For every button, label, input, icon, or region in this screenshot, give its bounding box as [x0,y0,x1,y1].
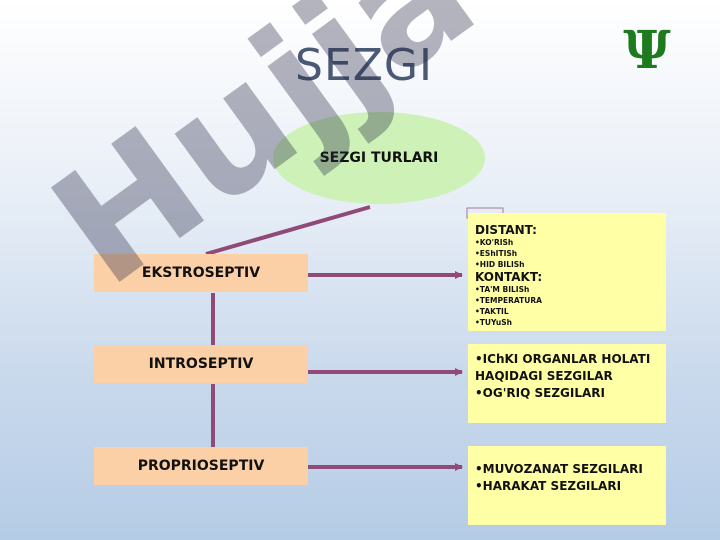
kontakt-item: •TA'M BILISh [475,285,530,294]
kontakt-heading: KONTAKT: [475,270,543,284]
distant-item: •HID BILISh [475,260,525,269]
distant-heading: DISTANT: [475,223,537,237]
category-proprioseptiv: PROPRIOSEPTIV [94,447,308,485]
intro-item: •OG'RIQ SEZGILARI [475,386,605,400]
center-label: SEZGI TURLARI [319,150,439,166]
psi-symbol-icon: Ψ [623,20,671,81]
distant-item: •EShITISh [475,249,518,258]
kontakt-item: •TUYuSh [475,318,512,327]
distant-item: •KO'RISh [475,238,514,247]
slide-title: SEZGI [295,40,433,91]
intro-item: •IChKI ORGANLAR HOLATI HAQIDAGI SEZGILAR [475,352,651,383]
category-introseptiv: INTROSEPTIV [94,345,308,383]
detail-box-intro: •IChKI ORGANLAR HOLATI HAQIDAGI SEZGILAR… [468,344,666,423]
kontakt-item: •TEMPERATURA [475,296,542,305]
center-connector [205,205,371,256]
proprio-item: •MUVOZANAT SEZGILARI [475,462,643,476]
detail-box-proprio: •MUVOZANAT SEZGILARI •HARAKAT SEZGILARI [468,446,666,525]
center-ellipse [273,112,485,204]
proprio-item: •HARAKAT SEZGILARI [475,479,622,493]
detail-box-ekstro: DISTANT: •KO'RISh •EShITISh •HID BILISh … [468,213,666,331]
kontakt-item: •TAKTIL [475,307,509,316]
category-ekstroseptiv: EKSTROSEPTIV [94,254,308,292]
